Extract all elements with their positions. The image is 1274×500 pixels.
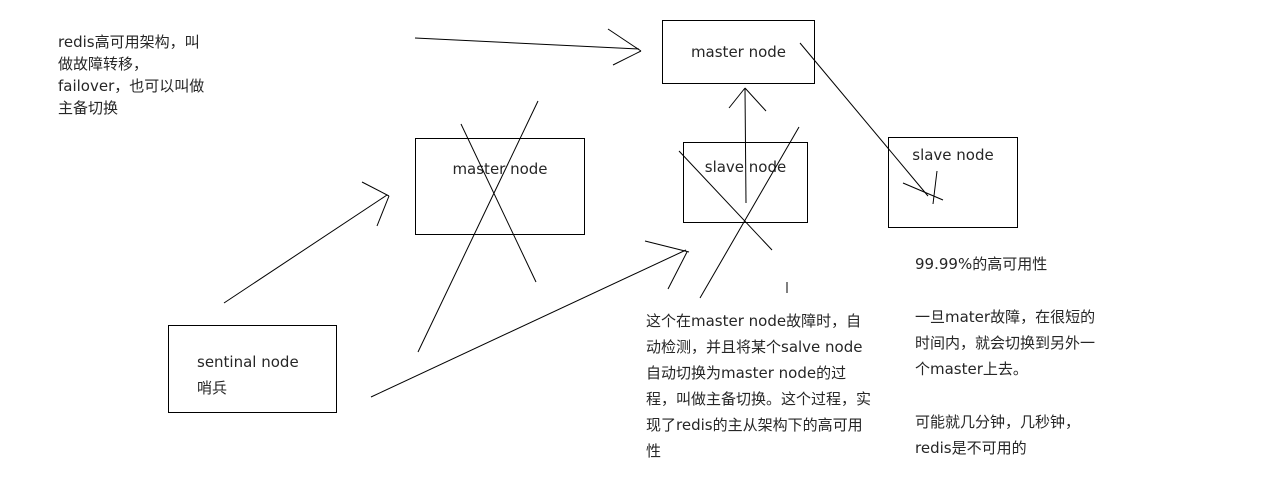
note-line: 动检测，并且将某个salve node [646,338,863,356]
arrow-sentinel-to-master-left [223,181,390,304]
note-line: 这个在master node故障时，自 [646,312,862,330]
note-line: redis是不可用的 [915,439,1027,457]
note-line: 个master上去。 [915,360,1028,378]
note-line: 时间内，就会切换到另外一 [915,334,1096,352]
note-line: 99.99%的高可用性 [915,255,1048,273]
arrow-sentinel-to-slave-middle [370,240,690,398]
note-line: 可能就几分钟，几秒钟， [915,413,1081,431]
downtime-paragraph: 可能就几分钟，几秒钟， redis是不可用的 [915,409,1095,461]
node-master-left-failed: master node [415,138,585,235]
node-label: slave node [912,146,994,164]
note-line: 一旦mater故障，在很短的 [915,308,1096,326]
node-slave-middle-failed: slave node [683,142,808,223]
note-line: redis高可用架构，叫 [58,33,200,51]
node-slave-right: slave node [888,137,1018,228]
node-label: master node [690,43,787,61]
node-label: slave node [704,158,787,176]
note-line: 性 [646,442,662,460]
node-label: sentinal node [197,353,299,371]
note-failover-definition: redis高可用架构，叫 做故障转移， failover，也可以叫做 主备切换 [58,31,204,119]
note-line: 自动切换为master node的过 [646,364,847,382]
node-sublabel: 哨兵 [197,379,228,397]
note-line: 做故障转移， [58,55,149,73]
availability-headline: 99.99%的高可用性 [915,251,1095,277]
node-sentinel: sentinal node 哨兵 [168,325,337,413]
failover-time-paragraph: 一旦mater故障，在很短的 时间内，就会切换到另外一 个master上去。 [915,304,1095,382]
arrow-to-master-top [414,28,642,66]
note-switchover-explanation: 这个在master node故障时，自 动检测，并且将某个salve node … [646,308,871,464]
note-line: failover，也可以叫做 [58,77,205,95]
node-label: master node [452,160,548,178]
note-line: 现了redis的主从架构下的高可用 [646,416,863,434]
note-line: 主备切换 [58,99,119,117]
note-line: 程，叫做主备切换。这个过程，实 [646,390,872,408]
note-availability: 99.99%的高可用性 一旦mater故障，在很短的 时间内，就会切换到另外一 … [915,251,1095,461]
node-master-top: master node [662,20,815,84]
